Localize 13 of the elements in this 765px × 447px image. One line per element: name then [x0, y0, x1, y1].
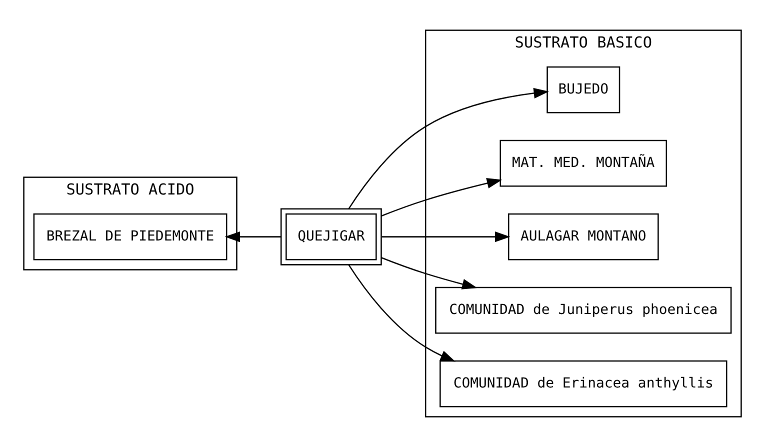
node-box: MAT. MED. MONTAÑA [500, 140, 668, 187]
node-box: BREZAL DE PIEDEMONTE [33, 213, 228, 260]
node-box: COMUNIDAD de Juniperus phoenicea [435, 286, 732, 334]
node-box: AULAGAR MONTANO [508, 213, 659, 260]
node-box: BUJEDO [546, 66, 620, 114]
arrow [381, 178, 502, 217]
arrow [348, 264, 456, 362]
arrow [382, 231, 510, 242]
arrow [381, 257, 478, 290]
node-box: COMUNIDAD de Erinacea anthyllis [440, 360, 728, 408]
arrow [348, 88, 549, 210]
node-box: QUEJIGAR [280, 208, 382, 266]
arrow [224, 231, 281, 242]
